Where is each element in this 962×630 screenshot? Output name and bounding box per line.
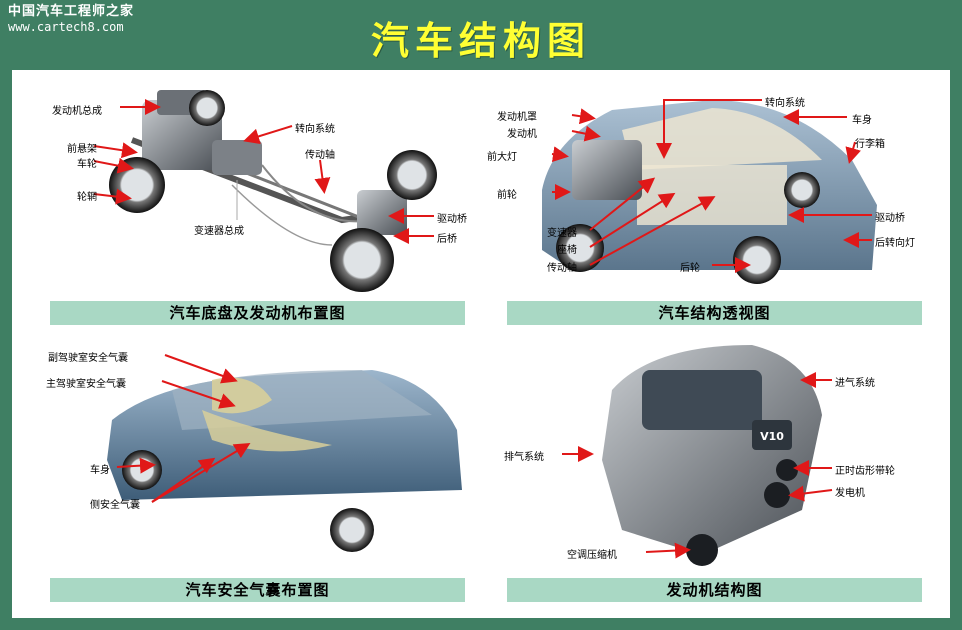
label-driveshaft: 传动轴 — [305, 150, 335, 161]
label-steering: 转向系统 — [295, 124, 335, 135]
label-rear-wheel: 后轮 — [680, 263, 700, 274]
label-alternator: 发电机 — [835, 488, 865, 499]
label-engine: 发动机 — [507, 129, 537, 140]
engine-illustration: V10 — [602, 345, 822, 566]
engine-arrows — [562, 372, 833, 559]
airbag-illustration — [107, 370, 462, 552]
label-exhaust: 排气系统 — [504, 452, 544, 463]
airbag-arrows — [116, 354, 251, 503]
chassis-arrows — [93, 99, 434, 244]
label-perspective-steering: 转向系统 — [765, 98, 805, 109]
label-seat: 座椅 — [557, 245, 577, 256]
label-front-suspension: 前悬架 — [67, 144, 97, 155]
label-timing-belt-pulley: 正时齿形带轮 — [835, 466, 895, 477]
label-rear-turn-light: 后转向灯 — [875, 238, 915, 249]
chassis-illustration — [109, 90, 437, 292]
perspective-illustration — [542, 100, 877, 284]
label-perspective-drive-axle: 驱动桥 — [875, 213, 905, 224]
label-wheel: 车轮 — [77, 159, 97, 170]
perspective-arrows — [551, 99, 872, 273]
content-panel: V10 发动机总成 前悬架 车轮 轮辋 转向系统 传动轴 驱动桥 后桥 变速器总… — [12, 70, 950, 618]
label-transmission-assembly: 变速器总成 — [194, 226, 244, 237]
watermark-url: www.cartech8.com — [8, 20, 124, 35]
label-front-wheel: 前轮 — [497, 190, 517, 201]
engine-badge-plate — [752, 420, 792, 450]
label-perspective-driveshaft: 传动轴 — [547, 263, 577, 274]
illustrations: V10 — [93, 90, 877, 566]
label-passenger-airbag: 副驾驶室安全气囊 — [48, 353, 128, 364]
label-body: 车身 — [852, 115, 872, 126]
watermark: 中国汽车工程师之家 www.cartech8.com — [8, 4, 134, 35]
label-rim: 轮辋 — [77, 192, 97, 203]
caption-perspective: 汽车结构透视图 — [507, 301, 922, 325]
engine-badge: V10 — [760, 430, 784, 443]
caption-engine: 发动机结构图 — [507, 578, 922, 602]
page-title: 汽车结构图 — [370, 19, 591, 63]
label-headlight: 前大灯 — [487, 152, 517, 163]
label-transmission: 变速器 — [547, 228, 577, 239]
watermark-name: 中国汽车工程师之家 — [8, 4, 135, 19]
label-airbag-body: 车身 — [90, 465, 110, 476]
label-intake: 进气系统 — [835, 378, 875, 389]
label-rear-axle: 后桥 — [437, 234, 457, 245]
label-trunk: 行李箱 — [855, 139, 885, 150]
label-ac-compressor: 空调压缩机 — [567, 550, 617, 561]
caption-airbag: 汽车安全气囊布置图 — [50, 578, 465, 602]
caption-chassis: 汽车底盘及发动机布置图 — [50, 301, 465, 325]
label-driver-airbag: 主驾驶室安全气囊 — [46, 379, 126, 390]
label-side-airbag: 侧安全气囊 — [90, 500, 140, 511]
label-engine-assembly: 发动机总成 — [52, 106, 102, 117]
label-hood: 发动机罩 — [497, 112, 537, 123]
label-drive-axle: 驱动桥 — [437, 214, 467, 225]
